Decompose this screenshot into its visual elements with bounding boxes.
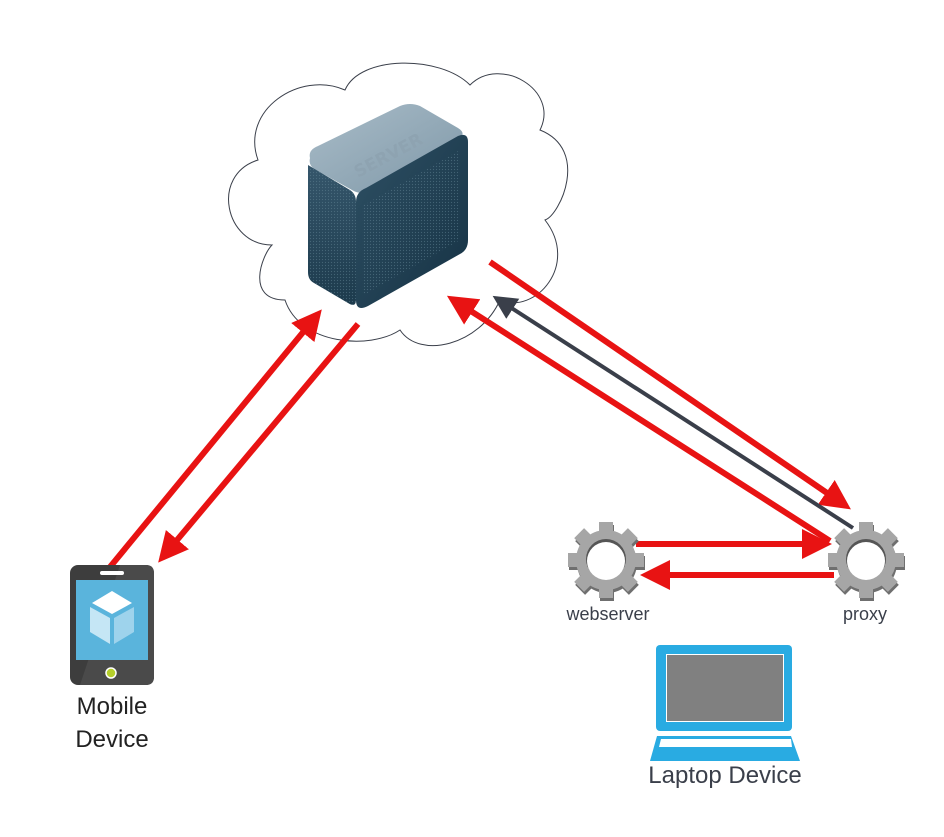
edge-mobile-to-server[interactable]	[107, 309, 322, 569]
proxy-gear-icon[interactable]	[828, 522, 905, 601]
mobile-label-line1: Mobile	[76, 693, 148, 720]
laptop-label: Laptop Device	[648, 762, 802, 789]
edge-server-to-proxy[interactable]	[488, 259, 851, 510]
server-icon[interactable]: SERVER	[308, 104, 468, 308]
edge-proxy-to-server-dark[interactable]	[492, 295, 855, 530]
mobile-device-label: Mobile Device	[52, 690, 172, 756]
mobile-device-icon[interactable]	[70, 565, 154, 685]
cube-icon	[90, 591, 134, 644]
proxy-label: proxy	[842, 604, 887, 624]
edge-server-to-mobile[interactable]	[158, 322, 361, 563]
laptop-icon[interactable]	[650, 645, 800, 761]
mobile-label-line2: Device	[75, 726, 149, 753]
edge-proxy-to-server[interactable]	[446, 295, 832, 544]
webserver-gear-icon[interactable]	[568, 522, 645, 601]
webserver-label: webserver	[566, 604, 650, 624]
home-button[interactable]	[105, 667, 117, 679]
